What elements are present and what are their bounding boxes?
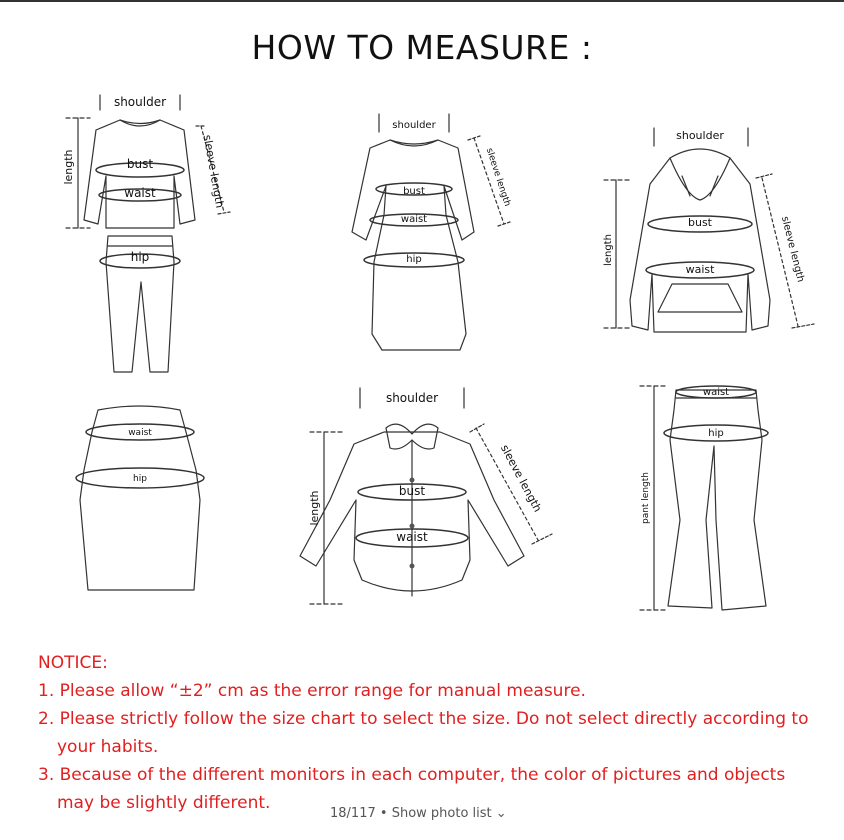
shirt-length-label: length xyxy=(308,490,321,525)
hoodie-length-label: length xyxy=(603,234,614,266)
tshirt-length-label: length xyxy=(62,149,75,184)
hoodie-bust-band xyxy=(647,215,753,233)
flare-pants-hip-band xyxy=(663,424,769,442)
shirt-bust-band xyxy=(357,483,467,501)
shirt-collar xyxy=(385,423,439,450)
flare-pants-hip-label: hip xyxy=(708,428,723,439)
tshirt-sleeve-label: sleeve length xyxy=(201,134,227,209)
dress-bust-label: bust xyxy=(403,186,425,197)
shirt-button xyxy=(409,563,415,569)
photo-counter: 18/117 xyxy=(330,806,376,821)
tshirt-shoulder-label: shoulder xyxy=(114,95,166,109)
pants-hip-label: hip xyxy=(131,250,150,264)
shirt-sleeve-label: sleeve length xyxy=(498,443,544,515)
notice-line-1: 1. Please allow “±2” cm as the error ran… xyxy=(38,681,586,701)
notice-heading: NOTICE: xyxy=(38,653,108,673)
tshirt-bust-label: bust xyxy=(127,157,153,171)
page-title: HOW TO MEASURE : xyxy=(251,28,593,67)
tshirt-pants-figure xyxy=(65,94,231,373)
dress-outline xyxy=(351,139,475,351)
flare-pants-waist-band xyxy=(675,385,757,399)
shirt-outline xyxy=(299,431,525,592)
hoodie-waist-band xyxy=(645,261,755,279)
photo-navigation: 18/117 • Show photo list ⌄ xyxy=(330,806,507,826)
separator-dot: • xyxy=(379,806,388,821)
flare-pants-figure xyxy=(639,385,769,611)
dress-waist-label: waist xyxy=(401,214,427,225)
dress-hip-band xyxy=(363,252,465,268)
hoodie-bust-label: bust xyxy=(688,216,713,229)
dress-waist-band xyxy=(369,213,459,227)
pant-length-label: pant length xyxy=(641,472,651,524)
hoodie-waist-label: waist xyxy=(686,263,716,276)
tshirt-outline xyxy=(83,119,196,229)
tshirt-waist-label: waist xyxy=(124,186,156,200)
hoodie-outline xyxy=(629,148,771,333)
flare-pants-waist-label: waist xyxy=(703,387,729,398)
hoodie-sleeve-label: sleeve length xyxy=(779,215,806,283)
skirt-outline xyxy=(79,405,201,591)
bust-measure-band xyxy=(95,162,185,178)
shirt-waist-band xyxy=(355,528,469,548)
notice-line-3-cont: may be slightly different. xyxy=(57,793,271,813)
notice-line-2: 2. Please strictly follow the size chart… xyxy=(38,709,809,729)
chevron-down-icon[interactable]: ⌄ xyxy=(495,806,507,821)
hip-measure-band xyxy=(99,253,181,269)
skirt-hip-band xyxy=(75,467,205,489)
shirt-figure xyxy=(299,387,553,605)
skirt-figure xyxy=(75,405,205,591)
shirt-button xyxy=(409,477,415,483)
top-border xyxy=(0,0,844,2)
notice-block: NOTICE: 1. Please allow “±2” cm as the e… xyxy=(38,649,828,817)
dress-figure xyxy=(351,113,511,351)
dress-hip-label: hip xyxy=(406,254,421,265)
notice-line-2-cont: your habits. xyxy=(57,737,159,757)
measure-diagram: shoulder bust waist hip length sleeve le… xyxy=(62,94,815,611)
skirt-waist-band xyxy=(85,423,195,441)
hoodie-shoulder-label: shoulder xyxy=(676,129,724,142)
skirt-waist-label: waist xyxy=(128,428,152,438)
show-photo-list-link[interactable]: Show photo list xyxy=(391,806,492,821)
dress-shoulder-label: shoulder xyxy=(392,120,436,131)
hoodie-figure xyxy=(603,127,815,333)
shirt-waist-label: waist xyxy=(396,530,428,544)
flare-pants-outline xyxy=(667,389,767,611)
pants-outline xyxy=(105,235,175,373)
dress-bust-band xyxy=(375,182,453,196)
notice-line-3: 3. Because of the different monitors in … xyxy=(38,765,786,785)
skirt-hip-label: hip xyxy=(133,474,147,484)
shirt-bust-label: bust xyxy=(399,484,425,498)
waist-measure-band xyxy=(98,188,182,202)
hoodie-pocket xyxy=(657,283,743,313)
shirt-shoulder-label: shoulder xyxy=(386,391,438,405)
shirt-button xyxy=(409,523,415,529)
